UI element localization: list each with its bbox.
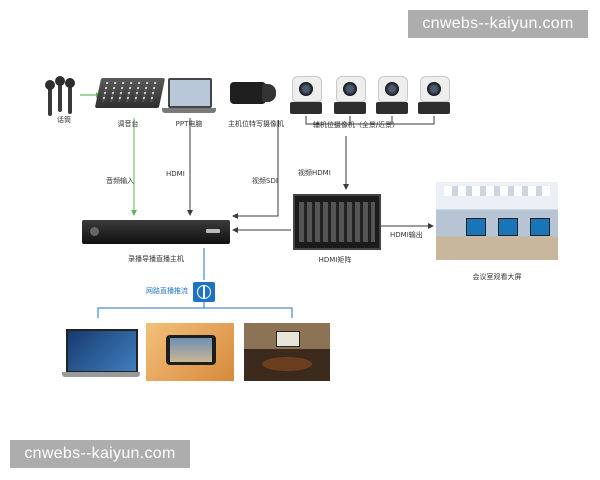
laptop-viewer-image	[62, 323, 140, 381]
video-sdi-wire	[236, 120, 279, 217]
meeting-room-image	[436, 182, 558, 260]
main-camera-label: 主机位特写摄像机	[228, 120, 284, 128]
phone-viewer-image	[146, 323, 234, 381]
ptz-camera-icon	[334, 76, 366, 114]
audio-input-label: 音频输入	[106, 177, 134, 185]
audio-input-arrowhead	[131, 210, 137, 216]
video-hdmi-label: 视频HDMI	[298, 169, 331, 177]
hdmi-arrowhead	[187, 210, 193, 216]
microphone-icon	[55, 76, 65, 112]
ptz-camera-icon	[376, 76, 408, 114]
mixer-label: 调音台	[117, 120, 139, 128]
video-sdi-label: 视频SDI	[252, 177, 278, 185]
hdmi-matrix-icon	[293, 194, 381, 250]
hdmi-label: HDMI	[166, 170, 185, 178]
recorder-host-icon	[82, 220, 230, 244]
ptz-camera-icon	[290, 76, 322, 114]
ptz-bus-wire	[305, 116, 435, 125]
video-hdmi-arrowhead	[343, 184, 349, 190]
live-stream-label: 网路直播推流	[146, 287, 188, 295]
hdmi-output-arrowhead	[428, 223, 434, 229]
microphone-label: 话筒	[57, 116, 71, 124]
matrix-to-recorder-arrowhead	[232, 227, 238, 233]
recorder-host-label: 录播导播直播主机	[128, 255, 184, 263]
meeting-screen-label: 会议室观看大屏	[472, 273, 522, 281]
watermark-top: cnwebs--kaiyun.com	[408, 10, 588, 38]
microphone-icon	[65, 78, 75, 114]
ptz-camera-icon	[418, 76, 450, 114]
globe-icon	[193, 282, 215, 302]
ppt-computer-label: PPT电脑	[175, 120, 203, 128]
stream-distribution-wire	[97, 307, 293, 318]
aux-cameras-label: 辅机位摄像机（全景/近景）	[312, 121, 400, 129]
microphone-icon	[45, 80, 55, 116]
conference-room-image	[244, 323, 330, 381]
video-sdi-arrowhead	[232, 213, 238, 219]
watermark-bottom: cnwebs--kaiyun.com	[10, 440, 190, 468]
hdmi-matrix-label: HDMI矩阵	[318, 256, 352, 264]
mixer-icon	[94, 78, 166, 108]
hdmi-output-label: HDMI输出	[390, 231, 423, 239]
